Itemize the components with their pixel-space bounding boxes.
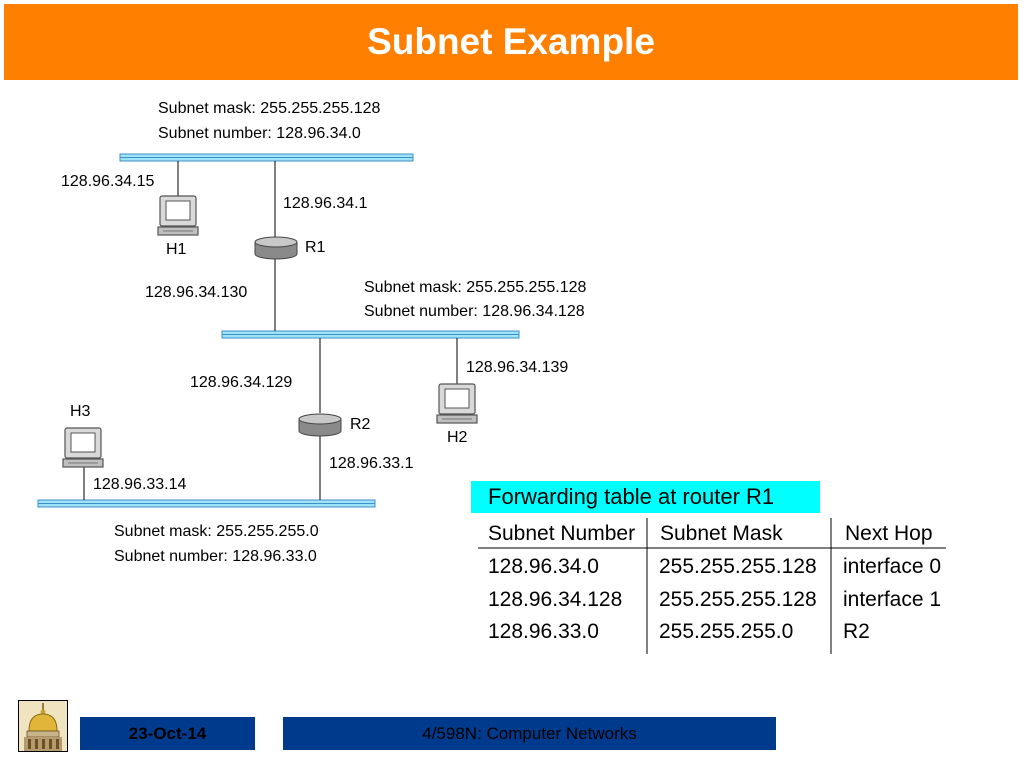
h1-label: H1	[166, 241, 187, 258]
h1-ip: 128.96.34.15	[61, 173, 155, 190]
subnet-c-mask: Subnet mask: 255.255.255.0	[114, 523, 319, 540]
h3-ip: 128.96.33.14	[93, 476, 187, 493]
h2-label: H2	[447, 429, 468, 446]
ethernet-segment-b	[221, 330, 520, 339]
r1-label: R1	[305, 239, 326, 256]
r1-ip-bottom: 128.96.34.130	[145, 284, 248, 301]
title-bar: Subnet Example	[4, 4, 1018, 80]
r1-ip-top: 128.96.34.1	[283, 195, 368, 212]
r2-ip-top: 128.96.34.129	[190, 374, 293, 391]
table-cell: 128.96.34.128	[488, 588, 623, 611]
ethernet-segment-c	[37, 499, 376, 508]
r2-ip-bottom: 128.96.33.1	[329, 455, 414, 472]
subnet-b-mask: Subnet mask: 255.255.255.128	[364, 279, 587, 296]
table-header-subnet-mask: Subnet Mask	[660, 522, 783, 545]
table-cell: 128.96.34.0	[488, 555, 599, 578]
table-cell: 128.96.33.0	[488, 620, 599, 643]
table-cell: interface 0	[843, 555, 942, 578]
dome-logo-icon	[18, 700, 68, 752]
subnet-c-number: Subnet number: 128.96.33.0	[114, 548, 317, 565]
table-cell: R2	[843, 620, 870, 643]
footer-course: 4/598N: Computer Networks	[422, 723, 637, 743]
table-cell: interface 1	[843, 588, 942, 611]
table-cell: 255.255.255.0	[659, 620, 794, 643]
forwarding-table-title: Forwarding table at router R1	[471, 481, 820, 513]
h3-label: H3	[70, 403, 91, 420]
subnet-a-number: Subnet number: 128.96.34.0	[158, 125, 361, 142]
footer-date-box: 23-Oct-14	[80, 717, 255, 750]
subnet-a-mask: Subnet mask: 255.255.255.128	[158, 100, 381, 117]
h2-ip: 128.96.34.139	[466, 359, 569, 376]
table-header-next-hop: Next Hop	[845, 522, 933, 545]
table-header-subnet-number: Subnet Number	[488, 522, 636, 545]
table-cell: 255.255.255.128	[659, 555, 817, 578]
slide-title: Subnet Example	[367, 21, 655, 62]
footer-date: 23-Oct-14	[128, 723, 207, 743]
r2-label: R2	[350, 416, 371, 433]
ethernet-segment-a	[119, 153, 414, 162]
table-cell: 255.255.255.128	[659, 588, 817, 611]
subnet-b-number: Subnet number: 128.96.34.128	[364, 303, 585, 320]
footer-course-box: 4/598N: Computer Networks	[283, 717, 776, 750]
